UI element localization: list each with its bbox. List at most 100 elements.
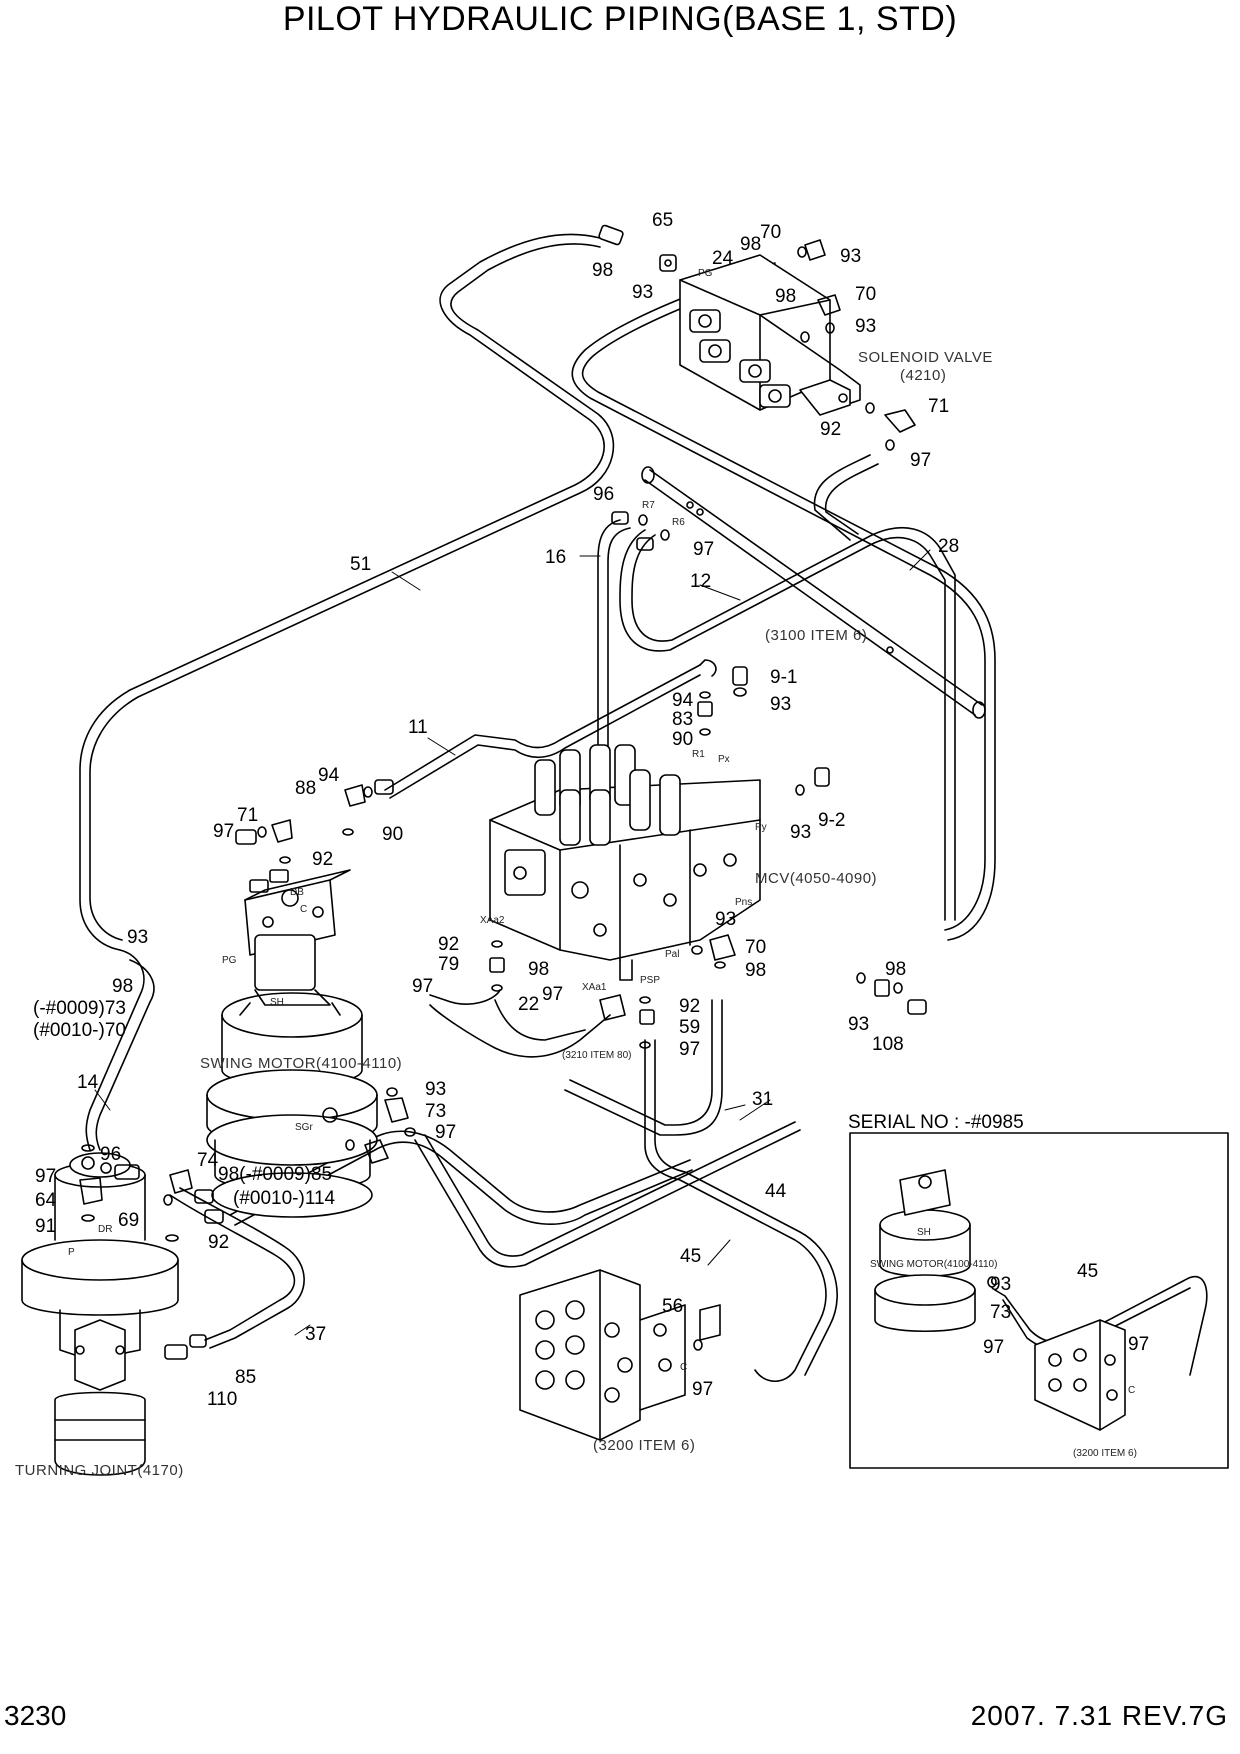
callout: 73 [425,1101,446,1122]
hose-solenoid-outlet [813,454,879,541]
callout: 96 [593,484,614,505]
port-labels: PG R7 R6 R1 Px Py Pns Pal XAa2 XAa1 PSP … [68,268,1135,1396]
callout: 59 [679,1017,700,1038]
callout: 44 [765,1181,787,1202]
callout: 97 [983,1337,1004,1358]
r-port-fittings [611,511,670,551]
port-label: R1 [692,749,705,760]
hose-44-45 [229,1039,838,1383]
callout: 11 [408,717,428,738]
callout: 9-1 [770,667,797,688]
callout: 70 [745,937,766,958]
callout: 93 [848,1014,869,1035]
port-label: R7 [642,500,655,511]
inset-swing-motor-label: SWING MOTOR(4100-4110) [870,1259,997,1270]
callout: 45 [680,1246,701,1267]
callout: 98 [112,976,133,997]
callout: 93 [425,1079,446,1100]
callout: 56 [662,1296,683,1317]
callout: 71 [237,805,258,826]
page-number: 3230 [4,1700,67,1731]
port-label: Pal [665,949,679,960]
callout: 93 [770,694,791,715]
swing-motor-fittings [249,869,416,1164]
callout: 74 [197,1150,219,1171]
pipe-3100 [641,466,986,719]
callout: 90 [672,729,693,750]
port-label: PG [222,955,237,966]
callout: 108 [872,1034,904,1055]
solenoid-valve-label: SOLENOID VALVE [858,349,993,366]
callout-numbers: 65 70 98 24 93 98 93 70 98 93 92 71 97 9… [33,210,1149,1410]
ref-3100-label: (3100 ITEM 6) [765,627,867,644]
hose-16 [597,519,631,761]
port-label: P [68,1247,75,1258]
mcv-label: MCV(4050-4090) [755,870,877,887]
callout: 71 [928,396,949,417]
port-label: Py [755,822,767,833]
callout: 85 [235,1367,256,1388]
callout: 92 [312,849,333,870]
callout: 93 [632,282,653,303]
port-label: R6 [672,517,685,528]
callout: 64 [35,1190,57,1211]
callout: 93 [127,927,148,948]
callout: 70 [760,222,781,243]
callout: 92 [208,1232,229,1253]
callout: 31 [752,1089,773,1110]
callout: 9-2 [818,810,845,831]
upper-left-fittings [235,779,394,864]
callout: 93 [990,1274,1011,1295]
callout: 93 [840,246,861,267]
callout: 88 [295,778,316,799]
callout: 97 [692,1379,713,1400]
callout: 98 [740,234,761,255]
revision-date: 2007. 7.31 REV.7G [970,1700,1228,1731]
port-label: SH [917,1227,931,1238]
callout: 73 [990,1302,1011,1323]
callout: 90 [382,824,403,845]
port-label: PG [698,268,713,279]
callout: 97 [542,984,563,1005]
hose-22 [429,989,611,1058]
callout: 98 [775,286,796,307]
hose-12 [619,526,956,921]
solenoid-valve [679,254,861,416]
callout: 94 [318,765,340,786]
port-label: C [1128,1385,1135,1396]
inset-ref-3200-label: (3200 ITEM 6) [1073,1448,1137,1459]
callout: 12 [690,571,711,592]
callout: 91 [35,1216,56,1237]
callout: (-#0009)73 [33,998,126,1019]
inset-box [849,1132,1229,1469]
callout: 79 [438,954,459,975]
port-label: Pns [735,897,752,908]
callout: 97 [35,1166,56,1187]
callout: 14 [77,1072,99,1093]
port-label: C [300,904,307,915]
callout: 97 [213,821,234,842]
port-label: SGr [295,1122,313,1133]
callout: 65 [652,210,673,231]
callout: 97 [693,539,714,560]
leader-lines [94,549,931,1336]
callout: 94 [672,690,694,711]
solenoid-fittings [598,224,916,451]
turning-joint-label: TURNING JOINT(4170) [15,1462,184,1479]
turning-joint-fittings [79,1144,224,1360]
mcv-fittings [489,666,927,1049]
callout: 83 [672,709,693,730]
mcv-block [489,744,761,981]
callout: 24 [712,248,734,269]
swing-motor-label: SWING MOTOR(4100-4110) [200,1055,402,1072]
callout: 28 [938,536,959,557]
port-label: C [680,1362,687,1373]
component-labels: SOLENOID VALVE (4210) (3100 ITEM 6) MCV(… [15,349,1137,1479]
callout: (#0010-)70 [33,1020,126,1041]
hose-31 [564,999,723,1136]
turning-joint [21,1152,179,1476]
callout: 93 [855,316,876,337]
callout: 93 [715,909,736,930]
callout: 97 [1128,1334,1149,1355]
